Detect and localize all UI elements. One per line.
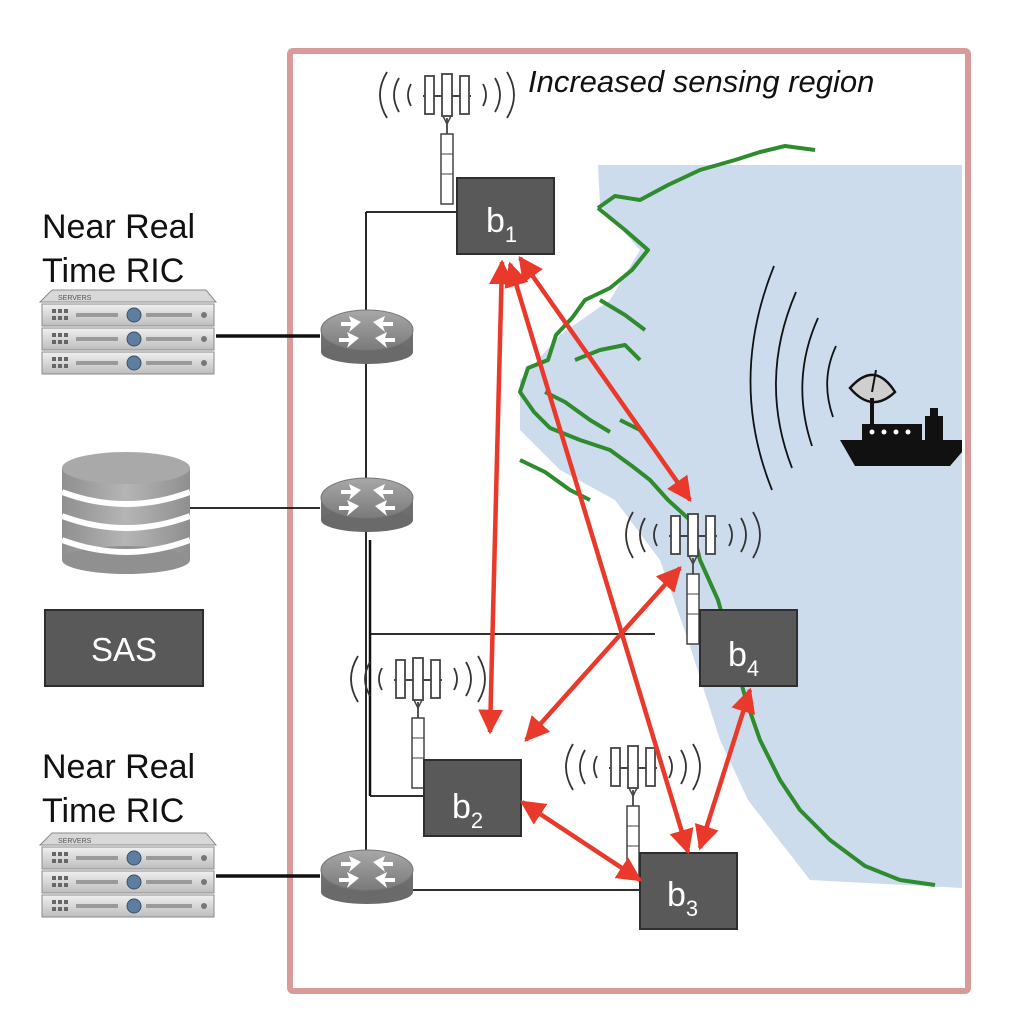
server-bottom-text: SERVERS [58,838,92,845]
sensing-region-border [287,48,971,994]
base-station-b1: b1 [456,177,555,255]
arrow-b4-b3 [694,687,756,851]
ric-top-line2: Time RIC [42,252,184,290]
database-icon [60,452,192,574]
sea-area [520,165,962,888]
router-icon-1 [320,309,414,365]
server-icon-bottom: SERVERS [38,832,218,919]
base-station-b4: b4 [699,609,798,687]
arrow-b2-b3 [519,800,643,882]
server-icon-top: SERVERS [38,289,218,376]
arrow-b1-b2 [478,259,514,735]
base-station-b2: b2 [423,759,522,837]
b4-subscript: 4 [747,656,759,681]
router-icon-3 [320,849,414,905]
ship-radar-icon [749,265,962,491]
sas-box: SAS [44,609,204,687]
router-icon-2 [320,477,414,533]
b1-subscript: 1 [505,222,517,247]
near-rt-ric-top: Near Real Time RIC SERVERS [38,208,218,376]
ric-bottom-line1: Near Real [42,748,195,786]
server-top-text: SERVERS [58,295,92,302]
b2-subscript: 2 [471,808,483,833]
b3-subscript: 3 [686,896,698,921]
interference-arrows [478,255,756,882]
near-rt-ric-bottom: Near Real Time RIC SERVERS [38,748,218,919]
sas-label: SAS [91,631,157,668]
b1-letter: b [486,202,505,240]
region-label: Increased sensing region [528,64,874,99]
base-station-b3: b3 [639,852,738,930]
ric-top-line1: Near Real [42,208,195,246]
b4-letter: b [728,636,747,674]
b3-letter: b [667,876,686,914]
ric-bottom-line2: Time RIC [42,792,184,830]
svg-text:b3: b3 [667,876,698,921]
arrow-b4-b2 [524,566,682,742]
arrow-b1-b4 [518,255,692,503]
svg-text:b4: b4 [728,636,759,681]
svg-text:b1: b1 [486,202,517,247]
b2-letter: b [452,788,471,826]
svg-text:b2: b2 [452,788,483,833]
